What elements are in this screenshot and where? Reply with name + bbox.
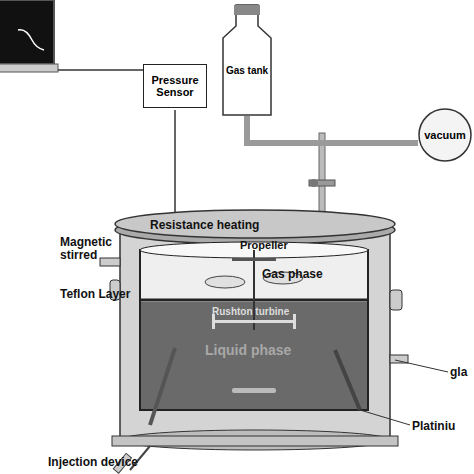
bottle-outline — [223, 5, 271, 115]
part-label: Teflon Layer — [60, 288, 130, 301]
part-label: Liquid phase — [205, 342, 291, 358]
turbine-blade — [293, 314, 296, 329]
side-port — [100, 258, 120, 266]
leader-line — [360, 410, 410, 425]
shaft-disc — [232, 258, 276, 261]
node-outline — [222, 4, 272, 116]
outer-vessel — [120, 230, 390, 440]
part-label: Propeller — [240, 239, 288, 252]
pump-outline — [419, 109, 471, 161]
gas-tank: Gas tank — [222, 4, 272, 116]
magnetic-bar — [232, 388, 276, 393]
valve-knob — [310, 179, 318, 187]
laptop-screen — [0, 0, 54, 64]
propeller-blade — [205, 276, 245, 288]
bottle-cap — [234, 5, 260, 15]
turbine-disc — [214, 320, 294, 323]
screen-curve — [18, 30, 44, 50]
signal-wire — [58, 69, 143, 71]
part-label: Platiniu — [412, 420, 455, 433]
node-label: vacuum — [424, 129, 466, 141]
lid-top — [115, 210, 395, 238]
sensor-box: Pressure Sensor — [143, 64, 207, 108]
part-label: Gas phase — [262, 268, 323, 281]
leader-line — [395, 360, 448, 372]
node-label: Gas tank — [226, 65, 268, 77]
valve — [309, 180, 335, 186]
part-label: Rushton turbine — [212, 306, 289, 318]
vacuum-pump: vacuum — [418, 108, 472, 162]
stirrer-shaft — [253, 250, 255, 330]
sensor-wire — [174, 110, 176, 222]
glass-cell — [140, 250, 368, 410]
part-label: gla — [450, 366, 467, 379]
laptop-base — [0, 64, 58, 72]
part-label: Injection device — [48, 456, 138, 469]
part-label: Magnetic stirred — [60, 236, 126, 262]
node-label: Pressure Sensor — [144, 74, 206, 98]
side-port — [390, 355, 408, 363]
base-flange — [112, 436, 398, 446]
side-port — [390, 290, 402, 310]
platinum-probe — [335, 350, 360, 410]
injection-line — [150, 348, 175, 425]
gas-pipe — [247, 116, 418, 143]
part-label: Resistance heating — [150, 219, 259, 232]
